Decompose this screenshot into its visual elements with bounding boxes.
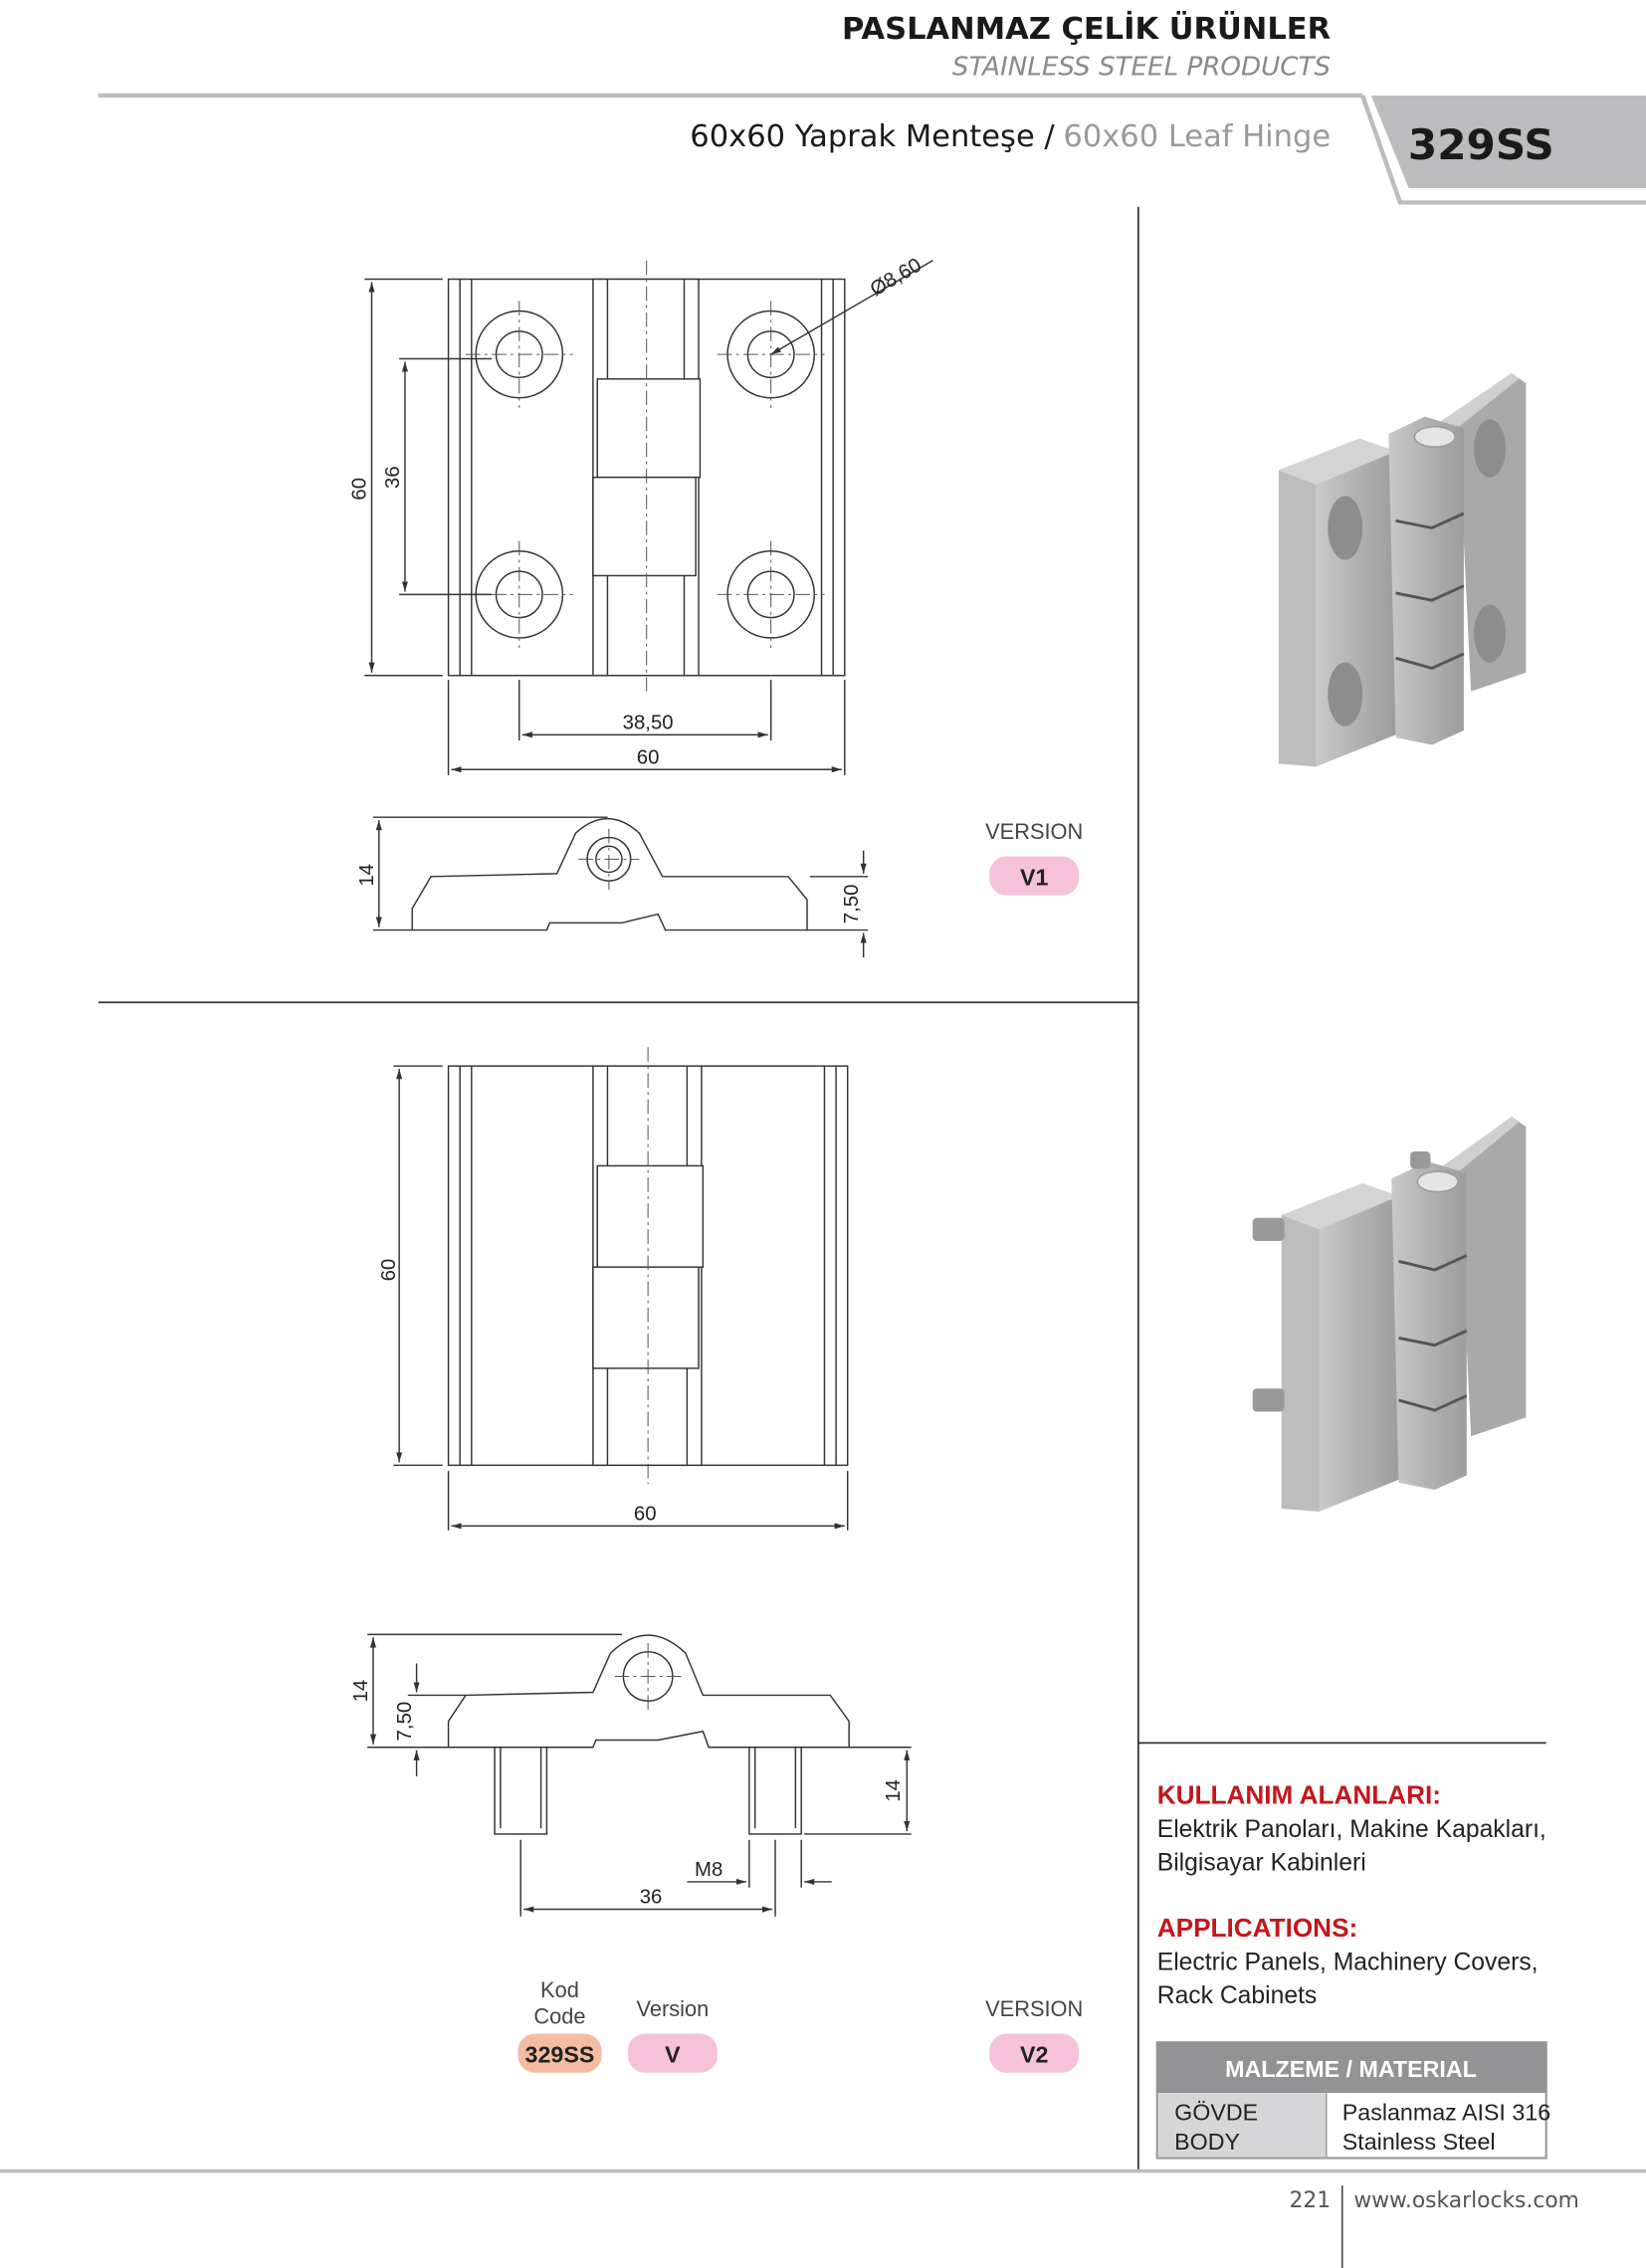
material-table: MALZEME / MATERIAL GÖVDE BODY Paslanmaz …	[1155, 2041, 1550, 2160]
version-badge	[989, 856, 1080, 896]
dim-width: 60	[634, 1504, 657, 1526]
v1-version: VERSION V1	[985, 819, 1083, 896]
dim-hole-diameter: Ø8,60	[867, 255, 926, 302]
v1-front-drawing: Ø8,60 60 36 38,50 60	[349, 255, 933, 776]
code-tab	[1370, 95, 1646, 188]
v2-hinge-render	[1252, 1117, 1527, 1512]
version-value: V	[665, 2042, 681, 2068]
title-en: STAINLESS STEEL PRODUCTS	[952, 53, 1331, 83]
material-part-en: BODY	[1174, 2129, 1240, 2155]
code-tab-outline	[1360, 95, 1646, 205]
material-value-tr: Paslanmaz AISI 316	[1342, 2100, 1550, 2126]
dim-leaf-offset: 7,50	[394, 1702, 416, 1742]
applications-title-en: APPLICATIONS:	[1157, 1913, 1357, 1943]
code-label-en: Code	[533, 2003, 585, 2028]
v2-front-drawing: 60 60	[378, 1047, 849, 1531]
dim-thickness: 14	[356, 864, 378, 887]
applications-text-tr-2: Bilgisayar Kabinleri	[1157, 1849, 1366, 1876]
material-header: MALZEME / MATERIAL	[1225, 2056, 1477, 2082]
v2-version-badge	[989, 2033, 1080, 2073]
dim-stud-length: 14	[883, 1779, 905, 1802]
title-tr: PASLANMAZ ÇELİK ÜRÜNLER	[842, 10, 1331, 47]
applications-title-tr: KULLANIM ALANLARI:	[1157, 1779, 1441, 1809]
order-code: Kod Code 329SS Version V VERSION V2	[517, 1977, 1083, 2073]
header: PASLANMAZ ÇELİK ÜRÜNLER STAINLESS STEEL …	[98, 10, 1646, 205]
v1-hinge-render	[1278, 372, 1527, 767]
applications-text-tr-1: Elektrik Panoları, Makine Kapakları,	[1157, 1816, 1546, 1843]
applications: KULLANIM ALANLARI: Elektrik Panoları, Ma…	[1157, 1779, 1546, 2009]
applications-text-en-1: Electric Panels, Machinery Covers,	[1157, 1950, 1539, 1976]
footer: 221 www.oskarlocks.com	[0, 2168, 1646, 2268]
dim-thread: M8	[695, 1859, 722, 1881]
material-part-tr: GÖVDE	[1174, 2100, 1258, 2126]
version-label: VERSION	[985, 819, 1083, 844]
version-value: V1	[1020, 865, 1049, 891]
version-badge	[627, 2033, 718, 2073]
dim-width: 60	[637, 746, 660, 768]
applications-text-en-2: Rack Cabinets	[1157, 1982, 1318, 2009]
material-value-en: Stainless Steel	[1342, 2129, 1496, 2155]
dim-thickness: 14	[350, 1680, 372, 1703]
version-label: Version	[636, 1996, 709, 2021]
dim-leaf-offset: 7,50	[841, 885, 863, 925]
dim-stud-spacing: 36	[640, 1887, 663, 1909]
v2-version-value: V2	[1020, 2042, 1048, 2068]
website-link[interactable]: www.oskarlocks.com	[1353, 2188, 1579, 2213]
code-label-tr: Kod	[540, 1977, 579, 2002]
dim-height: 60	[349, 478, 371, 501]
product-code: 329SS	[1408, 120, 1554, 169]
v2-side-drawing: 14 7,50 14 M8 36	[350, 1633, 912, 1917]
code-badge	[517, 2033, 602, 2073]
dim-height: 60	[378, 1259, 400, 1282]
page-number: 221	[1290, 2188, 1332, 2213]
v2-version-label: VERSION	[985, 1996, 1083, 2021]
product-name: 60x60 Yaprak Menteşe /60x60 Leaf Hinge	[690, 119, 1331, 154]
code-value: 329SS	[525, 2042, 595, 2068]
v1-side-drawing: 14 7,50	[356, 816, 869, 958]
dim-hole-spacing-h: 38,50	[623, 713, 674, 734]
dim-hole-spacing-v: 36	[382, 466, 404, 489]
